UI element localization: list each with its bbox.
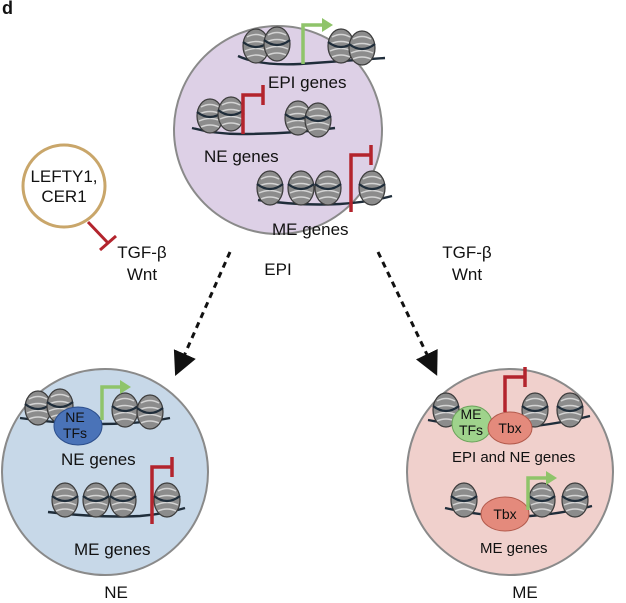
ne-tf-line2: TFs [63, 425, 87, 441]
ne-genes-locus-epi: NE genes [191, 85, 336, 166]
ne-genes-locus-ne: NE TFs NE genes [19, 380, 171, 469]
active-arrow-icon [100, 385, 122, 420]
epi-ne-genes-label-me: EPI and NE genes [452, 449, 575, 466]
nucleosome-icon [255, 169, 285, 207]
ne-genes-label-epi: NE genes [204, 147, 279, 166]
nucleosome-icon [347, 29, 377, 67]
inhibitor-line1: LEFTY1, [30, 167, 97, 186]
signal-left-line2: Wnt [127, 265, 158, 284]
nucleosome-icon [135, 393, 165, 431]
nucleosome-icon [81, 481, 111, 519]
nucleosome-icon [449, 481, 479, 519]
me-genes-label-me: ME genes [480, 540, 548, 557]
differentiation-arrow-ne [173, 251, 232, 376]
nucleosome-icon [357, 169, 387, 207]
epi-cell: EPI genes NE genes ME genes EPI [173, 18, 393, 279]
nucleosome-icon [286, 169, 316, 207]
nucleosome-icon [527, 481, 557, 519]
repression-icon [349, 153, 371, 212]
ne-genes-label-ne: NE genes [61, 450, 136, 469]
inhibition-line-icon [86, 220, 110, 245]
epi-ne-genes-locus-me: ME TFs Tbx EPI and NE genes [427, 367, 591, 466]
ne-tf-blob [53, 406, 103, 446]
panel-letter: d [2, 0, 13, 18]
epi-genes-label: EPI genes [268, 73, 346, 92]
nucleosome-icon [216, 95, 246, 133]
tbx-bottom-label: Tbx [493, 506, 516, 522]
tbx-blob-bottom [480, 496, 530, 532]
repression-icon [150, 465, 172, 524]
inhibitor-circle [21, 143, 107, 229]
me-tf-line2: TFs [459, 422, 483, 438]
active-arrow-icon [526, 476, 548, 510]
nucleosome-icon [50, 481, 80, 519]
me-genes-locus-me: Tbx ME genes [444, 471, 593, 557]
me-genes-locus-ne: ME genes [47, 457, 186, 559]
active-arrow-icon [301, 23, 325, 64]
tbx-top-label: Tbx [498, 420, 521, 436]
me-cell-label: ME [512, 583, 538, 602]
me-genes-locus-epi: ME genes [255, 145, 393, 239]
nucleosome-icon [313, 169, 343, 207]
ne-tf-line1: NE [65, 409, 84, 425]
epi-cell-label: EPI [264, 260, 291, 279]
differentiation-arrow-me [376, 251, 438, 376]
signal-right-line1: TGF-β [442, 243, 492, 262]
nucleosome-icon [108, 481, 138, 519]
inhibitor-line2: CER1 [41, 187, 86, 206]
nucleosome-icon [303, 101, 333, 139]
repression-icon [503, 375, 525, 412]
ne-cell: NE TFs NE genes ME genes NE [1, 368, 209, 602]
active-arrowhead-icon [322, 18, 333, 32]
nucleosome-icon [560, 481, 590, 519]
inhibitor: LEFTY1, CER1 [21, 143, 117, 252]
me-genes-label-ne: ME genes [74, 540, 151, 559]
repression-icon [241, 93, 263, 134]
me-genes-label-epi: ME genes [272, 220, 349, 239]
nucleosome-icon [555, 391, 585, 429]
nucleosome-icon [152, 481, 182, 519]
active-arrowhead-icon [120, 380, 131, 394]
signal-left-line1: TGF-β [117, 243, 167, 262]
signal-right-line2: Wnt [452, 265, 483, 284]
nucleosome-icon [262, 25, 292, 63]
me-cell: ME TFs Tbx EPI and NE genes Tbx ME genes… [406, 367, 614, 602]
active-arrowhead-icon [546, 471, 557, 485]
me-tf-line1: ME [461, 406, 482, 422]
epi-genes-locus: EPI genes [237, 18, 386, 92]
nucleosome-icon [110, 391, 140, 429]
tbx-blob-top [487, 411, 533, 445]
ne-cell-label: NE [104, 583, 128, 602]
inhibition-bar-icon [99, 234, 117, 252]
